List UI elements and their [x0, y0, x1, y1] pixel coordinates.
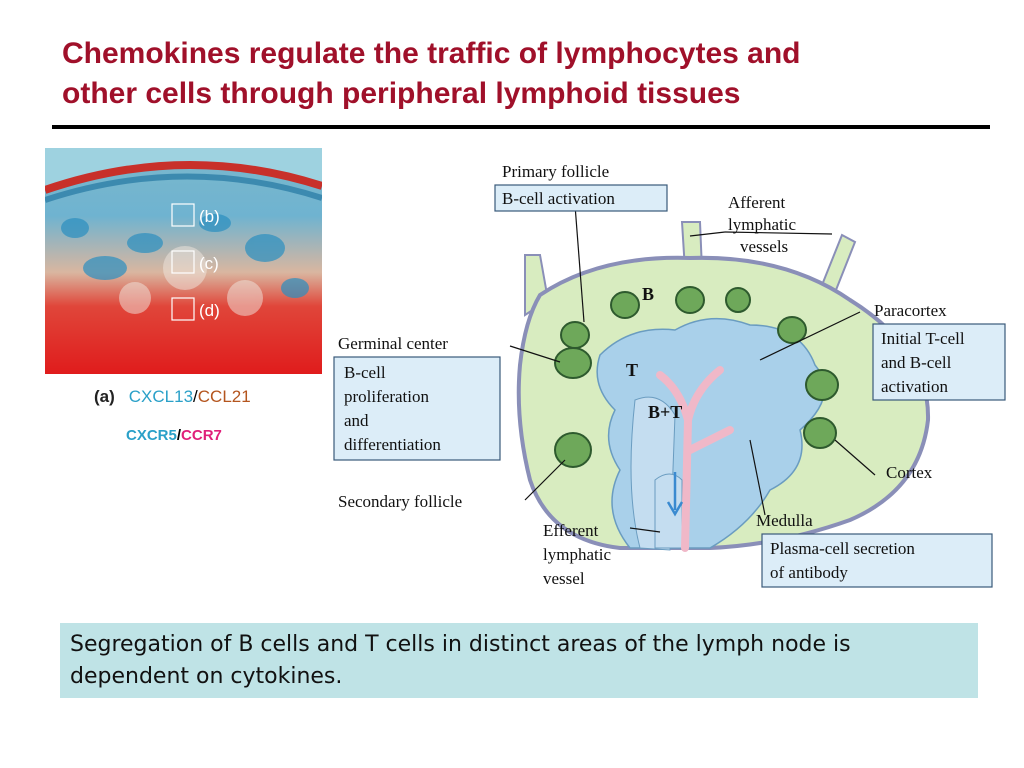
- box-label-d: (d): [199, 301, 220, 320]
- title-line-2: other cells through peripheral lymphoid …: [62, 77, 741, 110]
- panel-label: (a): [94, 387, 115, 406]
- box-paracortex: [872, 323, 1006, 401]
- box-b-cell-activation: [494, 184, 668, 212]
- stain-separator: /: [193, 387, 198, 406]
- title-divider: [52, 125, 990, 129]
- label-paracortex-box-2: and B-cell: [881, 353, 952, 372]
- micrograph-caption: (a) CXCL13/CCL21: [94, 387, 251, 407]
- zone-bt-label: B+T: [648, 402, 682, 422]
- zone-b-label: B: [642, 284, 654, 304]
- box-label-b: (b): [199, 207, 220, 226]
- lymph-node-diagram: B T B+T Primary follicle B-cell activati…: [333, 162, 1006, 588]
- label-b-cell-activation: B-cell activation: [502, 189, 615, 208]
- label-cortex: Cortex: [886, 463, 933, 482]
- label-gc-box-2: proliferation: [344, 387, 429, 406]
- stain-ccl21: CCL21: [197, 387, 251, 406]
- label-medulla: Medulla: [756, 511, 813, 530]
- receptor-ccr7: CCR7: [181, 427, 222, 444]
- stain-cxcl13: CXCL13: [128, 387, 194, 406]
- label-paracortex-box-3: activation: [881, 377, 949, 396]
- box-label-c: (c): [199, 254, 219, 273]
- receptor-cxcr5: CXCR5: [126, 427, 177, 444]
- label-paracortex-box-1: Initial T-cell: [881, 329, 965, 348]
- box-medulla: [761, 533, 993, 588]
- label-afferent-3: vessels: [740, 237, 788, 256]
- summary-note: Segregation of B cells and T cells in di…: [60, 623, 978, 698]
- label-afferent-1: Afferent: [728, 193, 786, 212]
- label-gc-box-4: differentiation: [344, 435, 441, 454]
- title-line-1: Chemokines regulate the traffic of lymph…: [62, 37, 801, 70]
- receptor-separator: /: [176, 427, 182, 444]
- label-primary-follicle: Primary follicle: [502, 162, 609, 181]
- slide-title: Chemokines regulate the traffic of lymph…: [62, 34, 962, 114]
- micrograph-image: (b) (c) (d): [45, 148, 322, 374]
- zone-t-label: T: [626, 360, 638, 380]
- label-gc-box-3: and: [344, 411, 369, 430]
- label-secondary-follicle: Secondary follicle: [338, 492, 462, 511]
- label-afferent-2: lymphatic: [728, 215, 796, 234]
- label-medulla-box-2: of antibody: [770, 563, 848, 582]
- box-germinal-center: [333, 356, 501, 461]
- label-efferent-3: vessel: [543, 569, 585, 588]
- label-efferent-1: Efferent: [543, 521, 599, 540]
- label-medulla-box-1: Plasma-cell secretion: [770, 539, 915, 558]
- label-gc-box-1: B-cell: [344, 363, 386, 382]
- label-germinal-center: Germinal center: [338, 334, 448, 353]
- receptor-caption: CXCR5/CCR7: [126, 427, 222, 444]
- label-paracortex: Paracortex: [874, 301, 947, 320]
- label-efferent-2: lymphatic: [543, 545, 611, 564]
